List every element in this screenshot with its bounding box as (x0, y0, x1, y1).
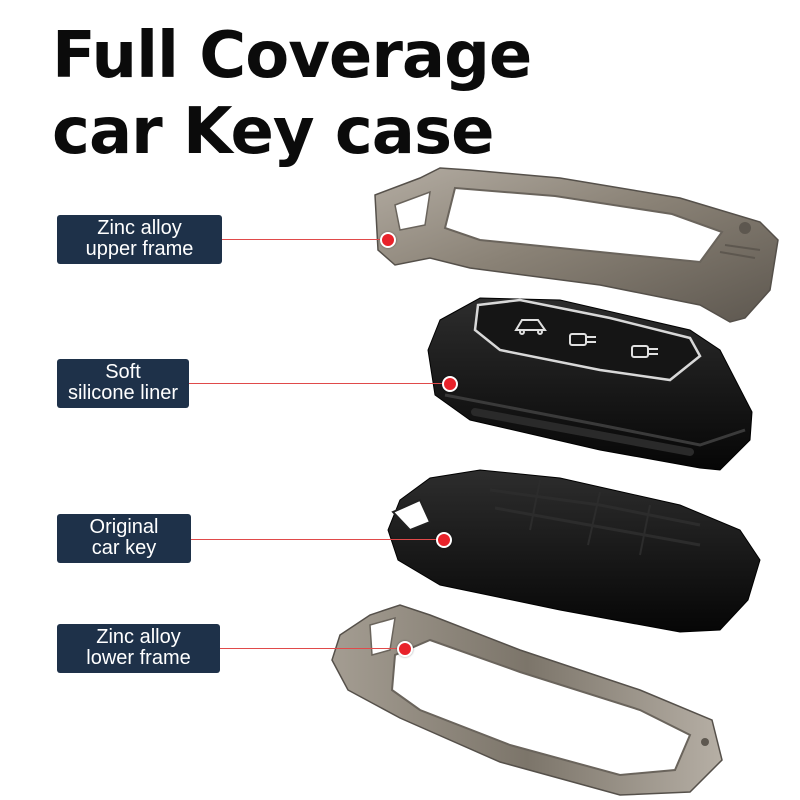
label-upper-frame: Zinc alloy upper frame (57, 215, 222, 264)
upper-frame-shape (374, 167, 779, 323)
label-original-key-line-2: car key (91, 537, 157, 559)
lower-frame-shape (331, 604, 723, 796)
label-silicone-liner-line-1: Soft (105, 361, 141, 383)
headline: Full Coverage car Key case (52, 18, 532, 170)
unlock-icon (631, 345, 658, 358)
marker-silicone-liner (442, 376, 458, 392)
trunk-icon (514, 319, 547, 335)
lock-icon (569, 333, 596, 346)
headline-line-1: Full Coverage (52, 19, 532, 93)
label-silicone-liner-line-2: silicone liner (67, 382, 179, 404)
leader-line-silicone-liner (189, 383, 449, 384)
original-car-key-shape (387, 469, 761, 633)
silicone-liner-shape (427, 297, 753, 471)
label-upper-frame-line-2: upper frame (85, 238, 194, 260)
leader-line-upper-frame (222, 239, 386, 240)
marker-lower-frame (397, 641, 413, 657)
label-original-key: Original car key (57, 514, 191, 563)
marker-original-key (436, 532, 452, 548)
label-original-key-line-1: Original (89, 516, 159, 538)
label-upper-frame-line-1: Zinc alloy (97, 217, 182, 239)
leader-line-original-key (191, 539, 443, 540)
leader-line-lower-frame (220, 648, 404, 649)
headline-line-2: car Key case (52, 95, 494, 169)
label-silicone-liner: Soft silicone liner (57, 359, 189, 408)
label-lower-frame-line-1: Zinc alloy (96, 626, 181, 648)
label-lower-frame-line-2: lower frame (86, 647, 191, 669)
marker-upper-frame (380, 232, 396, 248)
label-lower-frame: Zinc alloy lower frame (57, 624, 220, 673)
